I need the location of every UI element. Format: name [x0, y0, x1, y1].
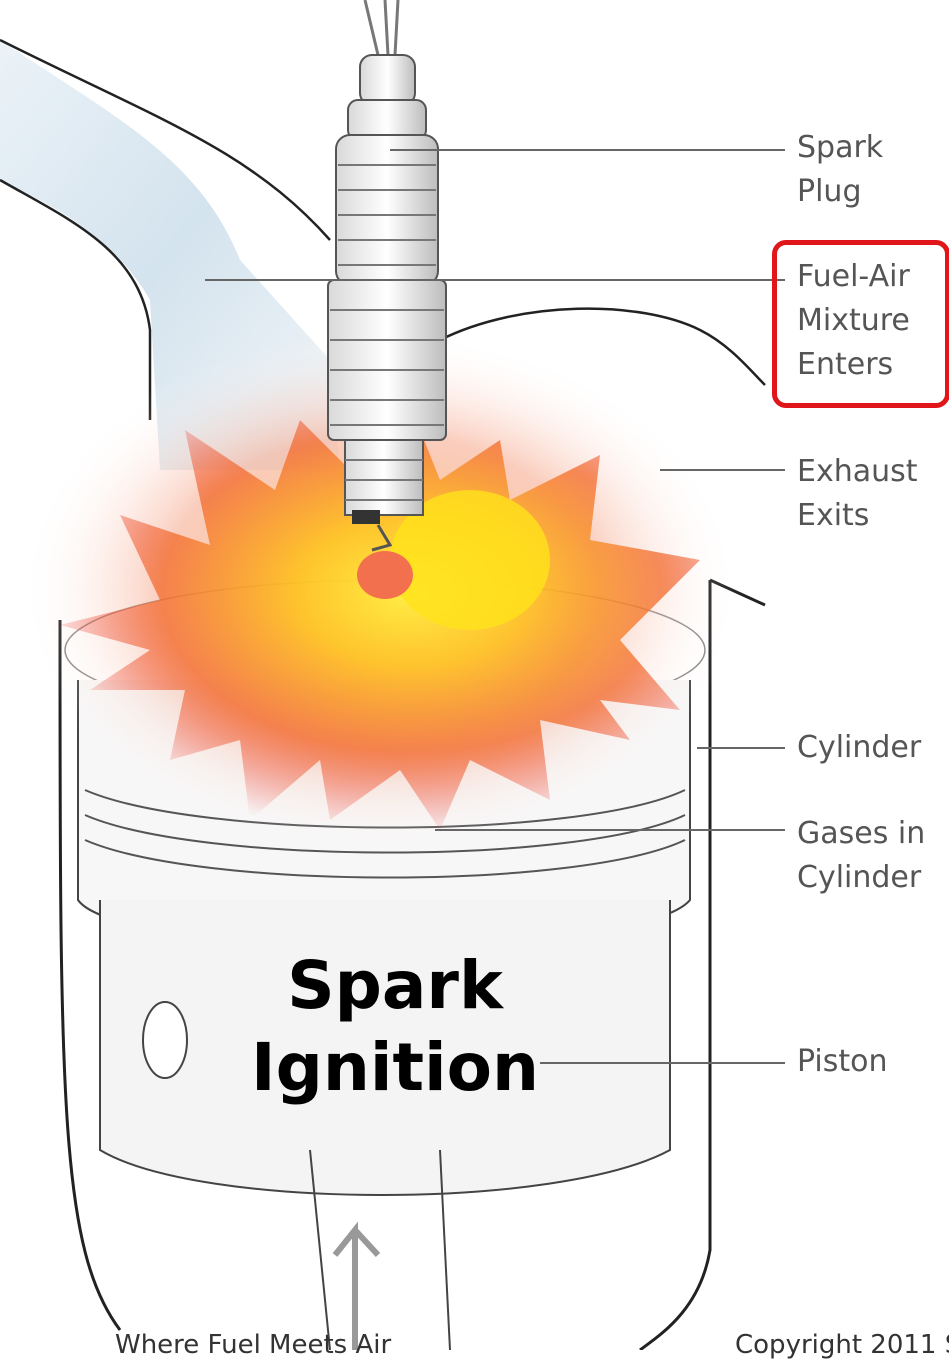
label-gases-in-cylinder: Gases in Cylinder [797, 812, 925, 900]
diagram-title: Spark Ignition [230, 945, 560, 1109]
label-spark-plug: Spark Plug [797, 126, 883, 214]
footer-left: Where Fuel Meets Air [115, 1330, 391, 1360]
label-exhaust-exits: Exhaust Exits [797, 450, 918, 538]
label-piston: Piston [797, 1040, 888, 1084]
fuel-air-highlight-box [772, 240, 949, 408]
label-cylinder: Cylinder [797, 726, 921, 770]
wrist-pin-hole [143, 1002, 187, 1078]
footer-right: Copyright 2011 S [735, 1330, 949, 1360]
